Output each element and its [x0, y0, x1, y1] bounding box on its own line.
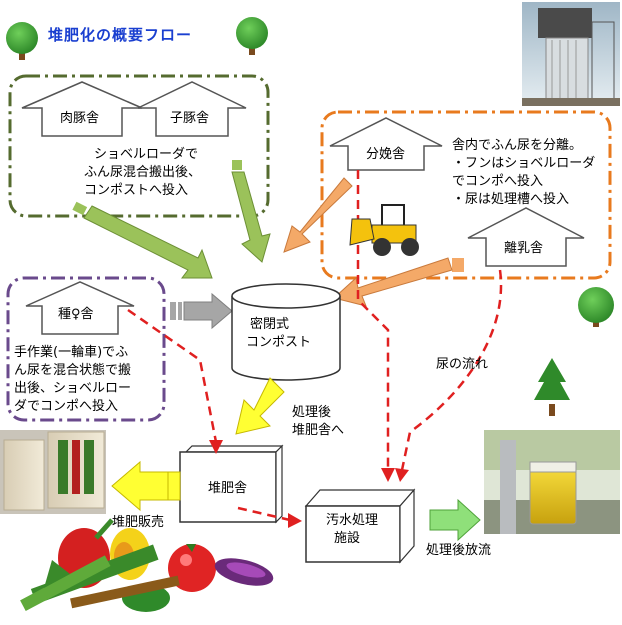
diagram-title: 堆肥化の概要フロー: [48, 26, 193, 44]
vegetables-photo: [20, 518, 274, 612]
note-green-1: ショベルローダで: [94, 147, 199, 162]
note-compost-sale: 堆肥販売: [112, 515, 165, 530]
node-label-wastewater-2: 施設: [334, 531, 361, 546]
orange-arrow-from-weaning: [332, 257, 464, 307]
node-label-pork: 肉豚舎: [60, 111, 100, 126]
node-label-piglet: 子豚舎: [170, 111, 210, 126]
green-arrow-to-compost: [72, 201, 213, 279]
compost-cylinder: [231, 283, 341, 381]
gray-arrow-to-compost: [170, 292, 233, 330]
node-label-breeding: 種♀舎: [58, 307, 94, 322]
note-green-2: ふん尿混合搬出後、: [84, 165, 202, 180]
note-purple-3: 出後、ショベルロー: [14, 381, 132, 396]
wastewater-box: [304, 488, 416, 564]
pork-house: [21, 81, 143, 137]
loader-icon: [349, 204, 419, 256]
urine-flow-arrowheads: [209, 440, 409, 528]
node-label-compost-1: 密閉式: [250, 317, 290, 332]
note-after-treatment-2: 堆肥舎へ: [292, 423, 345, 438]
farrowing-house: [329, 117, 443, 171]
note-orange-1: 舎内でふん尿を分離。: [452, 138, 583, 153]
node-label-storage: 堆肥舎: [208, 481, 248, 496]
node-label-wastewater-1: 汚水処理: [326, 513, 379, 528]
piglet-house: [137, 81, 247, 137]
note-discharge: 処理後放流: [426, 543, 492, 558]
tree-icon: [6, 22, 38, 60]
yellow-arrow-to-storage: [235, 377, 285, 435]
farrowing-group-outline: [320, 110, 612, 280]
fattening-group-outline: [8, 74, 270, 218]
node-label-weaning: 離乳舎: [504, 241, 544, 256]
note-urine-flow: 尿の流れ: [436, 357, 489, 372]
facility-photo: [522, 2, 620, 106]
yellow-arrow-to-sale: [111, 460, 181, 512]
orange-arrow-from-farrowing: [283, 177, 353, 253]
note-purple-4: ダでコンポへ投入: [14, 399, 119, 414]
green-arrow-down: [231, 160, 271, 263]
note-purple-2: ん尿を混合状態で搬: [14, 363, 132, 378]
breeding-house: [25, 281, 135, 335]
note-orange-2: ・フンはショベルローダ: [452, 156, 596, 171]
weaning-house: [467, 207, 585, 267]
note-orange-4: ・尿は処理槽へ投入: [452, 192, 570, 207]
note-purple-1: 手作業(一輪車)でふ: [14, 345, 129, 360]
compost-bag-photo: [0, 430, 106, 514]
node-label-compost-2: コンポスト: [246, 335, 312, 350]
node-label-farrowing: 分娩舎: [366, 147, 406, 162]
tree-icon: [578, 287, 614, 327]
note-green-3: コンポストへ投入: [84, 183, 189, 198]
note-orange-3: でコンポへ投入: [452, 174, 544, 189]
water-beaker-photo: [484, 430, 620, 534]
breeding-group-outline: [6, 276, 166, 422]
green-arrow-discharge: [429, 498, 481, 542]
tree-icon: [236, 17, 268, 55]
conifer-tree-icon: [534, 358, 570, 416]
note-after-treatment-1: 処理後: [292, 405, 332, 420]
